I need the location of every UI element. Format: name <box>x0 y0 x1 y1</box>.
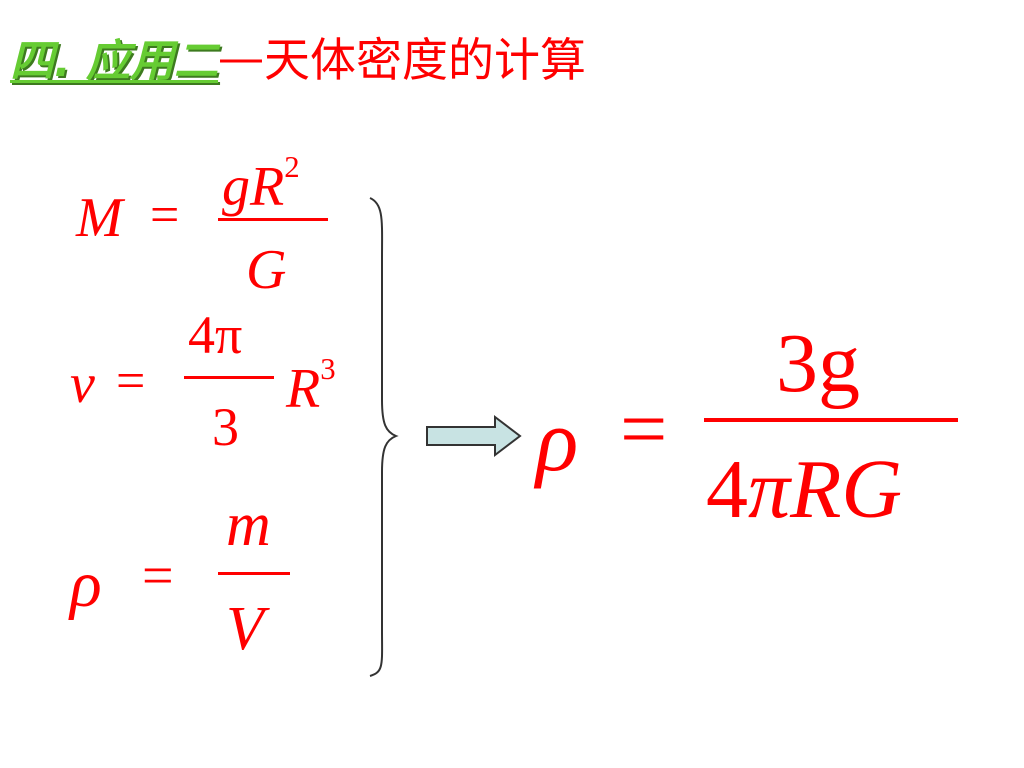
mass-numerator: gR2 <box>222 150 300 218</box>
volume-lhs: v <box>70 353 95 415</box>
density-lhs: ρ <box>70 548 102 621</box>
right-arrow-icon <box>426 414 522 458</box>
result-equals: = <box>620 383 668 476</box>
density-equals: = <box>142 545 174 607</box>
section-heading: 四. 应用二 <box>10 36 219 87</box>
volume-fraction-bar <box>184 376 274 379</box>
volume-equals: = <box>116 353 146 410</box>
result-fraction-bar <box>704 418 958 422</box>
topic-heading: 天体密度的计算 <box>264 33 587 87</box>
mass-fraction-bar <box>218 218 328 221</box>
density-denominator: V <box>226 595 264 663</box>
slide-title: 四. 应用二—天体密度的计算 <box>10 24 586 104</box>
mass-equals: = <box>150 187 180 244</box>
volume-denominator: 3 <box>212 397 239 457</box>
title-dash: — <box>218 30 265 84</box>
volume-radius-term: R3 <box>286 352 336 420</box>
density-fraction-bar <box>218 572 290 575</box>
result-lhs: ρ <box>536 393 579 490</box>
mass-lhs: M <box>76 187 123 249</box>
right-brace-icon <box>369 197 399 677</box>
result-denominator: 4πRG <box>706 443 903 536</box>
mass-denominator: G <box>246 239 287 301</box>
density-numerator: m <box>226 491 271 559</box>
volume-numerator: 4π <box>188 305 243 365</box>
result-numerator: 3g <box>776 317 860 410</box>
